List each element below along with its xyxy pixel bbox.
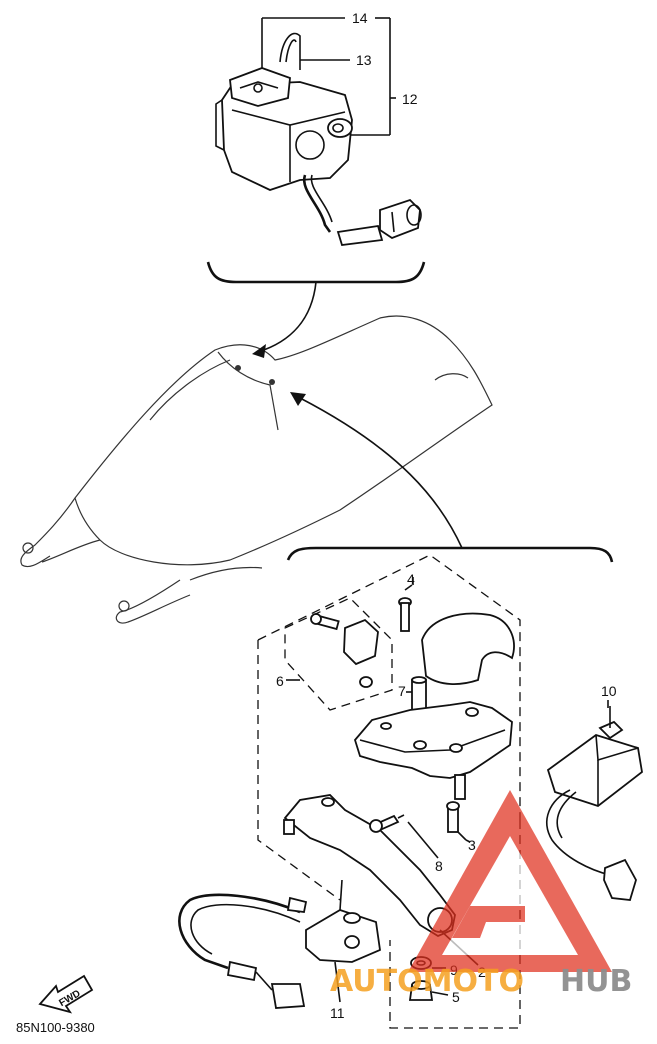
- rubber-cover-pad: [421, 612, 515, 685]
- watermark-text-orange: AUTOMOTO: [330, 964, 524, 999]
- callout-5: 5: [452, 989, 460, 1005]
- location-arrow-upper: [252, 281, 317, 358]
- location-arrow-lower: [290, 392, 463, 549]
- part-10-module: [546, 706, 643, 901]
- callout-11: 11: [330, 1005, 345, 1021]
- lever-arm: [283, 794, 456, 938]
- watermark-triangle-icon: [408, 790, 612, 972]
- callout-6: 6: [276, 673, 284, 689]
- snowmobile-body-outline: [20, 315, 493, 624]
- part-3-bolt: [446, 801, 467, 841]
- top-group-bracket: [206, 261, 426, 284]
- lower-assembly-boundary: [257, 554, 521, 1029]
- part-8-screw: [369, 814, 405, 833]
- callout-13: 13: [356, 52, 372, 68]
- control-box-assembly: [215, 32, 422, 246]
- callout-4: 4: [407, 571, 415, 587]
- part-4-bolt: [398, 584, 413, 632]
- part-11-sensor: [178, 879, 381, 1009]
- part-5-nut: [408, 980, 434, 1001]
- callout-3: 3: [468, 837, 476, 853]
- diagram-code: 85N100-9380: [16, 1020, 95, 1035]
- callout-12: 12: [402, 91, 418, 107]
- part-7-collar: [406, 676, 427, 711]
- watermark-logo: AUTOMOTO HUB: [330, 790, 632, 999]
- callout-14: 14: [352, 10, 368, 26]
- top-callout-leaders: [261, 17, 396, 136]
- callout-10: 10: [601, 683, 617, 699]
- callout-7: 7: [398, 683, 406, 699]
- fwd-arrow-icon: FWD: [38, 974, 94, 1014]
- watermark-text-grey: HUB: [560, 964, 632, 999]
- main-bracket-plate: [353, 701, 513, 800]
- part-6-clamp-set: [310, 613, 379, 688]
- callout-8: 8: [435, 858, 443, 874]
- lower-group-bracket: [286, 546, 614, 563]
